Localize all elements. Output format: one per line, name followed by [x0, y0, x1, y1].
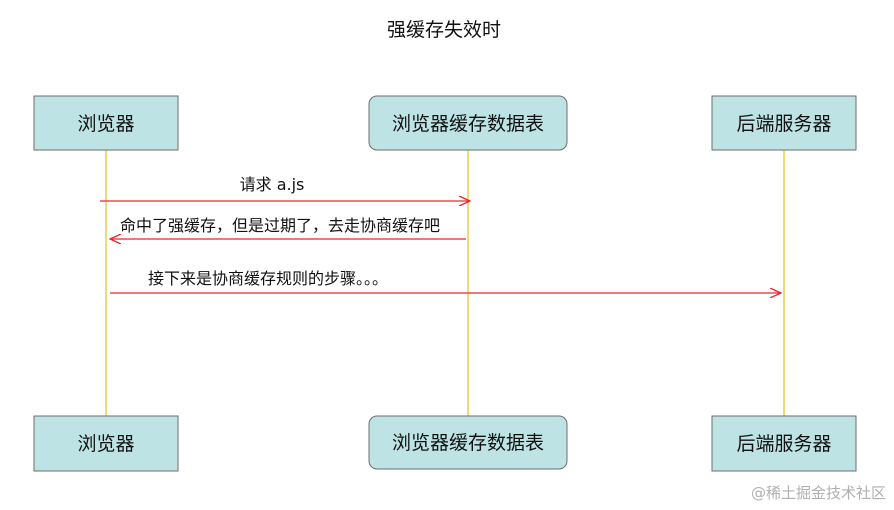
participant-server-top: 后端服务器: [711, 95, 857, 151]
message-label: 接下来是协商缓存规则的步骤。。。: [148, 269, 388, 288]
participant-cache-table-top: 浏览器缓存数据表: [368, 95, 568, 151]
participant-label: 浏览器缓存数据表: [392, 432, 544, 454]
message-label: 请求 a.js: [240, 175, 305, 194]
participant-browser-top: 浏览器: [33, 95, 179, 151]
participant-cache-table-bottom: 浏览器缓存数据表: [368, 415, 568, 470]
participant-label: 浏览器: [77, 113, 134, 135]
participant-browser-bottom: 浏览器: [33, 415, 179, 472]
participant-label: 浏览器缓存数据表: [392, 113, 544, 135]
message-negotiate: 接下来是协商缓存规则的步骤。。。: [110, 269, 781, 293]
participant-label: 后端服务器: [736, 433, 831, 455]
watermark-text: @稀土掘金技术社区: [751, 484, 886, 502]
participant-server-bottom: 后端服务器: [711, 415, 857, 472]
diagram-title: 强缓存失效时: [387, 19, 501, 41]
participant-label: 浏览器: [77, 433, 134, 455]
message-label: 命中了强缓存，但是过期了，去走协商缓存吧: [120, 216, 440, 235]
participant-label: 后端服务器: [736, 113, 831, 135]
message-response: 命中了强缓存，但是过期了，去走协商缓存吧: [110, 216, 466, 239]
message-request: 请求 a.js: [100, 175, 470, 201]
